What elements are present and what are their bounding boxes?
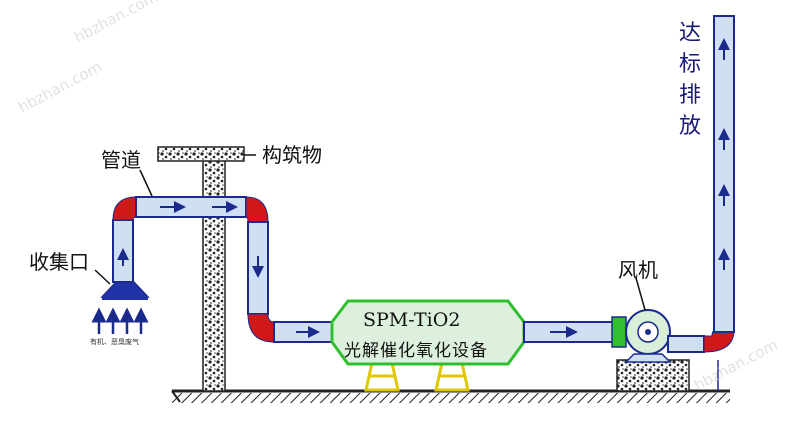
gas-inlet-arrows — [91, 307, 149, 334]
fan — [611, 309, 705, 363]
fan-base — [616, 359, 690, 392]
ground — [171, 389, 730, 403]
device-stands — [364, 361, 470, 392]
device-model-label: SPM-TiO2 — [363, 309, 461, 331]
fan-label: 风机 — [618, 258, 658, 282]
building-label: 构筑物 — [262, 143, 322, 167]
collector-leader-line — [94, 269, 111, 285]
elbow-top-right — [245, 196, 269, 223]
exhaust-stack — [713, 15, 735, 333]
gas-label: 有机、恶臭废气 — [90, 338, 139, 346]
pipe-label: 管道 — [101, 148, 141, 172]
stack-label: 达标 排放 — [678, 21, 701, 139]
elbow-bottom-left — [247, 313, 275, 343]
building-column — [157, 146, 245, 392]
elbow-top-left — [112, 196, 137, 221]
pipe-leader-line — [139, 169, 153, 197]
device-name-label: 光解催化氧化设备 — [344, 341, 488, 361]
collector-label: 收集口 — [29, 250, 89, 274]
elbow-stack — [703, 329, 735, 353]
fan-leader-line — [635, 277, 646, 311]
